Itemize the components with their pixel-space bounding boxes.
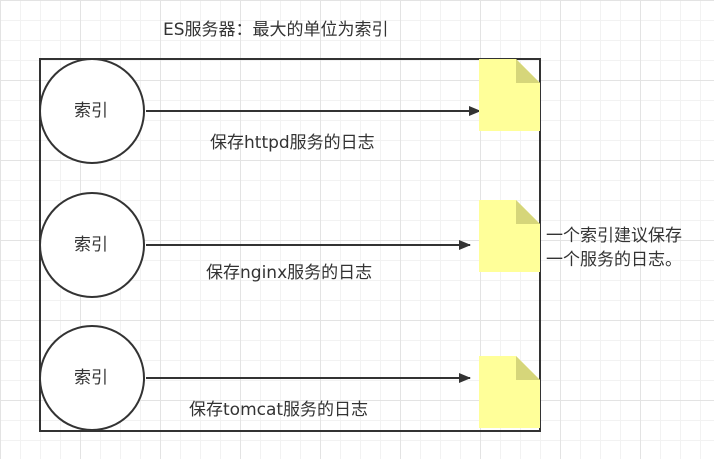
index-node-label-1: 索引: [74, 101, 108, 121]
index-node-1[interactable]: [39, 58, 145, 164]
index-node-label-2: 索引: [74, 235, 108, 255]
arrow-label-3: 保存tomcat服务的日志: [189, 400, 369, 420]
arrow-label-2: 保存nginx服务的日志: [206, 263, 373, 283]
side-note: 一个索引建议保存 一个服务的日志。: [546, 224, 682, 272]
document-icon-3[interactable]: [479, 356, 540, 428]
side-note-line-1: 一个索引建议保存: [546, 226, 682, 246]
arrow-label-1: 保存httpd服务的日志: [210, 133, 375, 153]
diagram-title: ES服务器：最大的单位为索引: [163, 20, 389, 40]
index-node-2[interactable]: [39, 192, 145, 298]
index-node-3[interactable]: [39, 325, 145, 431]
document-icon-1[interactable]: [479, 59, 540, 131]
index-node-label-3: 索引: [74, 368, 108, 388]
document-icon-2[interactable]: [479, 200, 540, 272]
side-note-line-2: 一个服务的日志。: [546, 250, 682, 270]
